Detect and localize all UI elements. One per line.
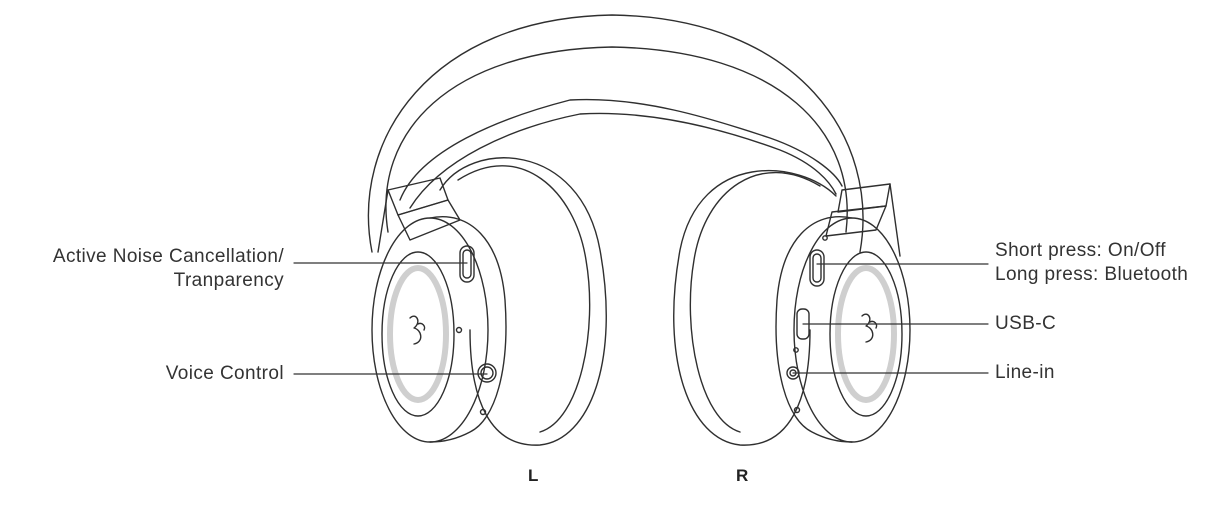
right-side-marker: R	[736, 466, 749, 485]
anc-label-line-2: Tranparency	[173, 270, 284, 291]
line-in-label: Line-in	[995, 362, 1055, 383]
right-ear-cup	[673, 170, 911, 446]
left-ear-cup	[371, 157, 607, 446]
leader-lines	[293, 262, 989, 375]
button-label-line-2: Long press: Bluetooth	[995, 264, 1189, 285]
usb-c-label: USB-C	[995, 313, 1057, 334]
left-yoke	[377, 177, 461, 253]
button-label: Short press: On/Off Long press: Bluetoot…	[995, 239, 1188, 287]
headband	[367, 14, 864, 253]
voice-control-label: Voice Control	[165, 363, 284, 384]
button-label-line-1: Short press: On/Off	[995, 240, 1166, 261]
anc-label: Active Noise Cancellation/ Tranparency	[53, 245, 284, 293]
anc-label-line-1: Active Noise Cancellation/	[52, 246, 284, 267]
left-side-marker: L	[528, 466, 539, 485]
